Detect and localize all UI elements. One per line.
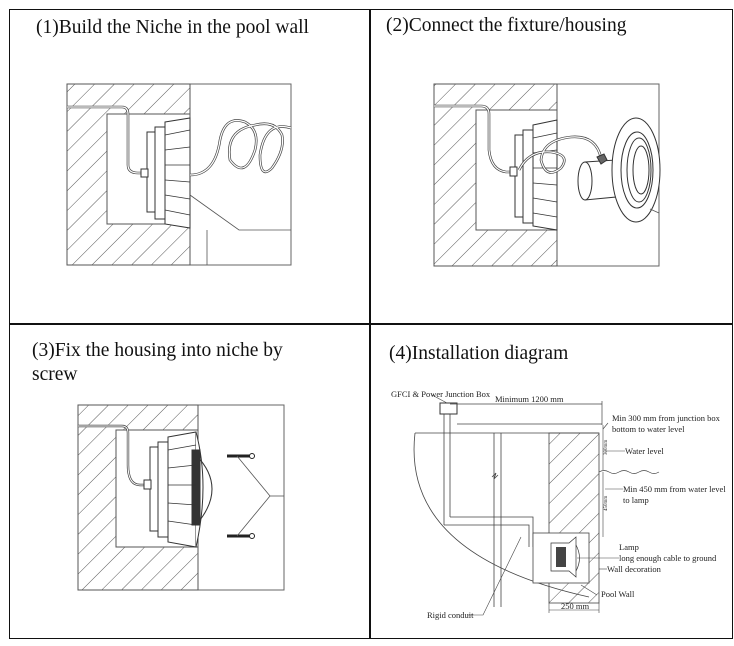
min-300-label-1: Min 300 mm from junction box	[612, 413, 721, 423]
step-3-cell: (3)Fix the housing into niche by screw	[10, 325, 369, 638]
leader-line	[602, 422, 609, 430]
niche-fixture	[146, 117, 191, 229]
step-1-caption: (1)Build the Niche in the pool wall	[36, 17, 309, 38]
pool-wall-label: Pool Wall	[601, 589, 635, 599]
leader-line	[649, 208, 660, 214]
conduit	[443, 414, 602, 607]
min-300-label-2: bottom to water level	[612, 424, 685, 434]
step-2-illustration	[433, 83, 661, 267]
step-3-illustration	[77, 404, 285, 591]
screw-icon	[227, 453, 255, 459]
leader-line	[580, 584, 598, 596]
water-level-label: Water level	[625, 446, 664, 456]
lamp-label: Lamp	[619, 542, 639, 552]
screw-icon	[227, 533, 255, 539]
cable-label: long enough cable to ground	[619, 553, 717, 563]
min-450-label-1: Min 450 mm from water level	[623, 484, 726, 494]
cable-gland-icon	[143, 479, 152, 490]
leader-line	[236, 455, 284, 537]
step-4-caption: (4)Installation diagram	[389, 343, 569, 364]
steps-table: (1)Build the Niche in the pool wall	[9, 9, 733, 639]
step-2-cell: (2)Connect the fixture/housing	[371, 10, 732, 323]
wall-thickness-label: 250 mm	[561, 601, 589, 611]
min-1200-label: Minimum 1200 mm	[495, 394, 564, 404]
step-2-caption: (2)Connect the fixture/housing	[386, 15, 627, 36]
cable-gland-icon	[509, 166, 518, 177]
rigid-conduit-label: Rigid conduit	[427, 610, 474, 620]
junction-box-label: GFCI & Power Junction Box	[391, 389, 491, 399]
niche-fixture	[514, 119, 558, 231]
leader-line	[189, 194, 291, 265]
pool-wall-section	[532, 432, 600, 604]
wall-decoration-label: Wall decoration	[607, 564, 662, 574]
step-4-cell: (4)Installation diagram GFCI & Power Jun…	[371, 325, 732, 638]
dim-450-label: 450mm	[604, 496, 609, 511]
dimension-1200	[450, 401, 603, 425]
junction-box	[439, 402, 458, 415]
table-divider-horizontal	[10, 323, 732, 325]
water-level-wave	[598, 470, 660, 474]
min-450-label-2: to lamp	[623, 495, 649, 505]
step-3-caption: (3)Fix the housing into niche by screw	[32, 340, 283, 385]
leader-line	[468, 536, 522, 616]
step-1-cell: (1)Build the Niche in the pool wall	[10, 10, 369, 323]
installation-diagram: GFCI & Power Junction Box Minimum 1200 m…	[391, 389, 726, 620]
niche-fixture	[149, 431, 213, 548]
cable-gland-icon	[140, 168, 149, 178]
dimension-250	[548, 603, 600, 613]
dim-300-label: 300mm	[604, 440, 609, 455]
step-1-illustration	[66, 83, 292, 266]
lamp-housing	[577, 117, 661, 223]
leader-line	[431, 394, 448, 404]
